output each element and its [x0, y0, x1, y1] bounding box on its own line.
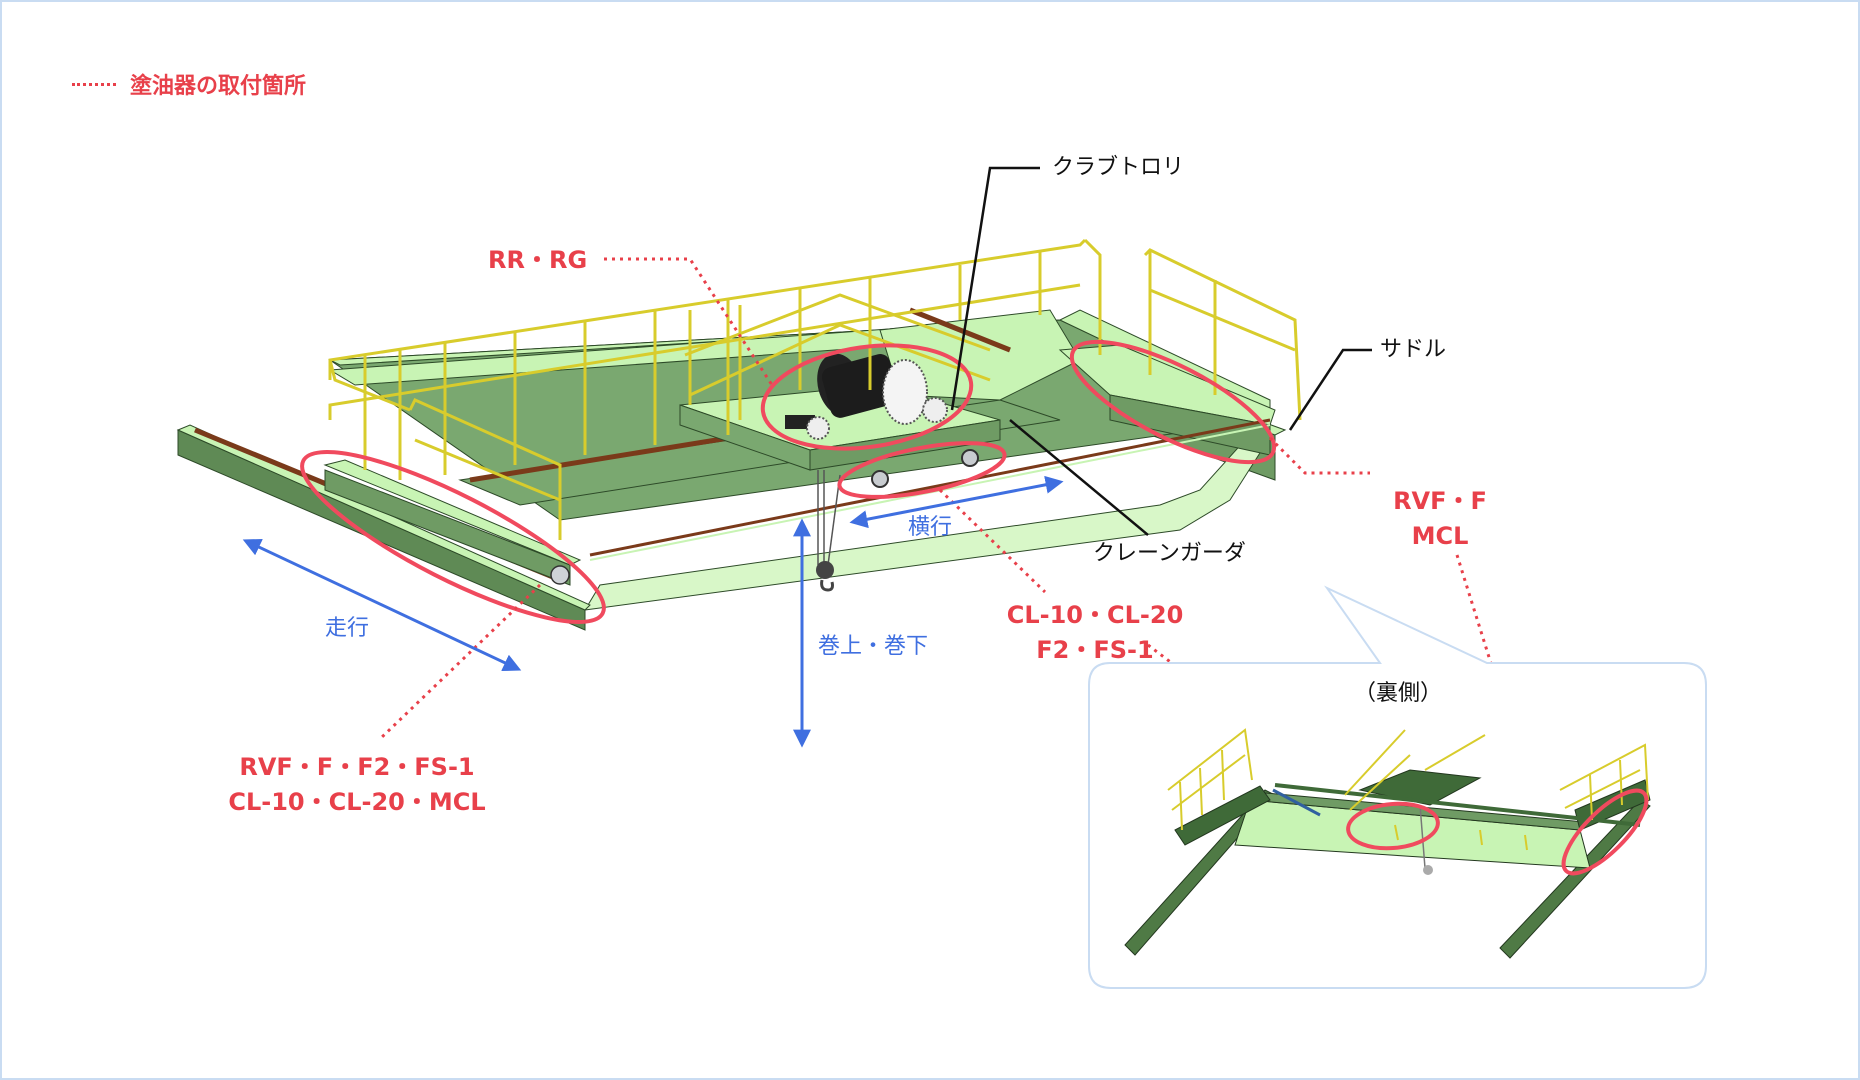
legend-label: 塗油器の取付箇所 [130, 74, 307, 99]
railings [328, 238, 1302, 540]
label-right-saddle-lubricators: RVF・F MCL [1393, 484, 1487, 554]
inset-marker-saddle [1561, 788, 1649, 876]
label-left-saddle-line1: RVF・F・F2・FS-1 [239, 753, 475, 781]
label-hoist: 巻上・巻下 [818, 634, 929, 659]
label-traverse: 横行 [908, 515, 953, 540]
marker-trolley-drum [760, 343, 974, 451]
label-left-saddle-line2: CL-10・CL-20・MCL [228, 787, 486, 816]
label-rr-rg: RR・RG [488, 246, 588, 274]
travel-arrow [242, 538, 522, 672]
inset-marker-trolley [1346, 801, 1440, 851]
label-right-saddle-line1: RVF・F [1393, 487, 1487, 515]
crane-main-view [176, 238, 1302, 631]
inset-title: （裏側） [1353, 681, 1443, 706]
inset-crane [1124, 728, 1651, 959]
label-left-saddle-lubricators: RVF・F・F2・FS-1 CL-10・CL-20・MCL [228, 750, 485, 820]
label-trolley-line2: F2・FS-1 [1036, 635, 1154, 664]
hoist-drum [785, 353, 948, 440]
label-travel: 走行 [325, 616, 370, 641]
label-right-saddle-line2: MCL [1411, 521, 1469, 550]
label-trolley-line1: CL-10・CL-20 [1006, 601, 1184, 629]
label-saddle: サドル [1380, 337, 1447, 362]
inset-callout [1088, 585, 1707, 989]
motion-arrows [242, 475, 1064, 748]
dotted-line-legend-icon [72, 82, 116, 86]
traverse-arrow [849, 475, 1064, 529]
marker-right-saddle [1069, 339, 1277, 465]
label-crab-trolley: クラブトロリ [1052, 155, 1185, 180]
component-leaders [950, 166, 1372, 536]
label-crane-girder: クレーンガーダ [1093, 541, 1246, 566]
label-trolley-lubricators: CL-10・CL-20 F2・FS-1 [1007, 598, 1184, 668]
legend: 塗油器の取付箇所 [72, 68, 306, 100]
